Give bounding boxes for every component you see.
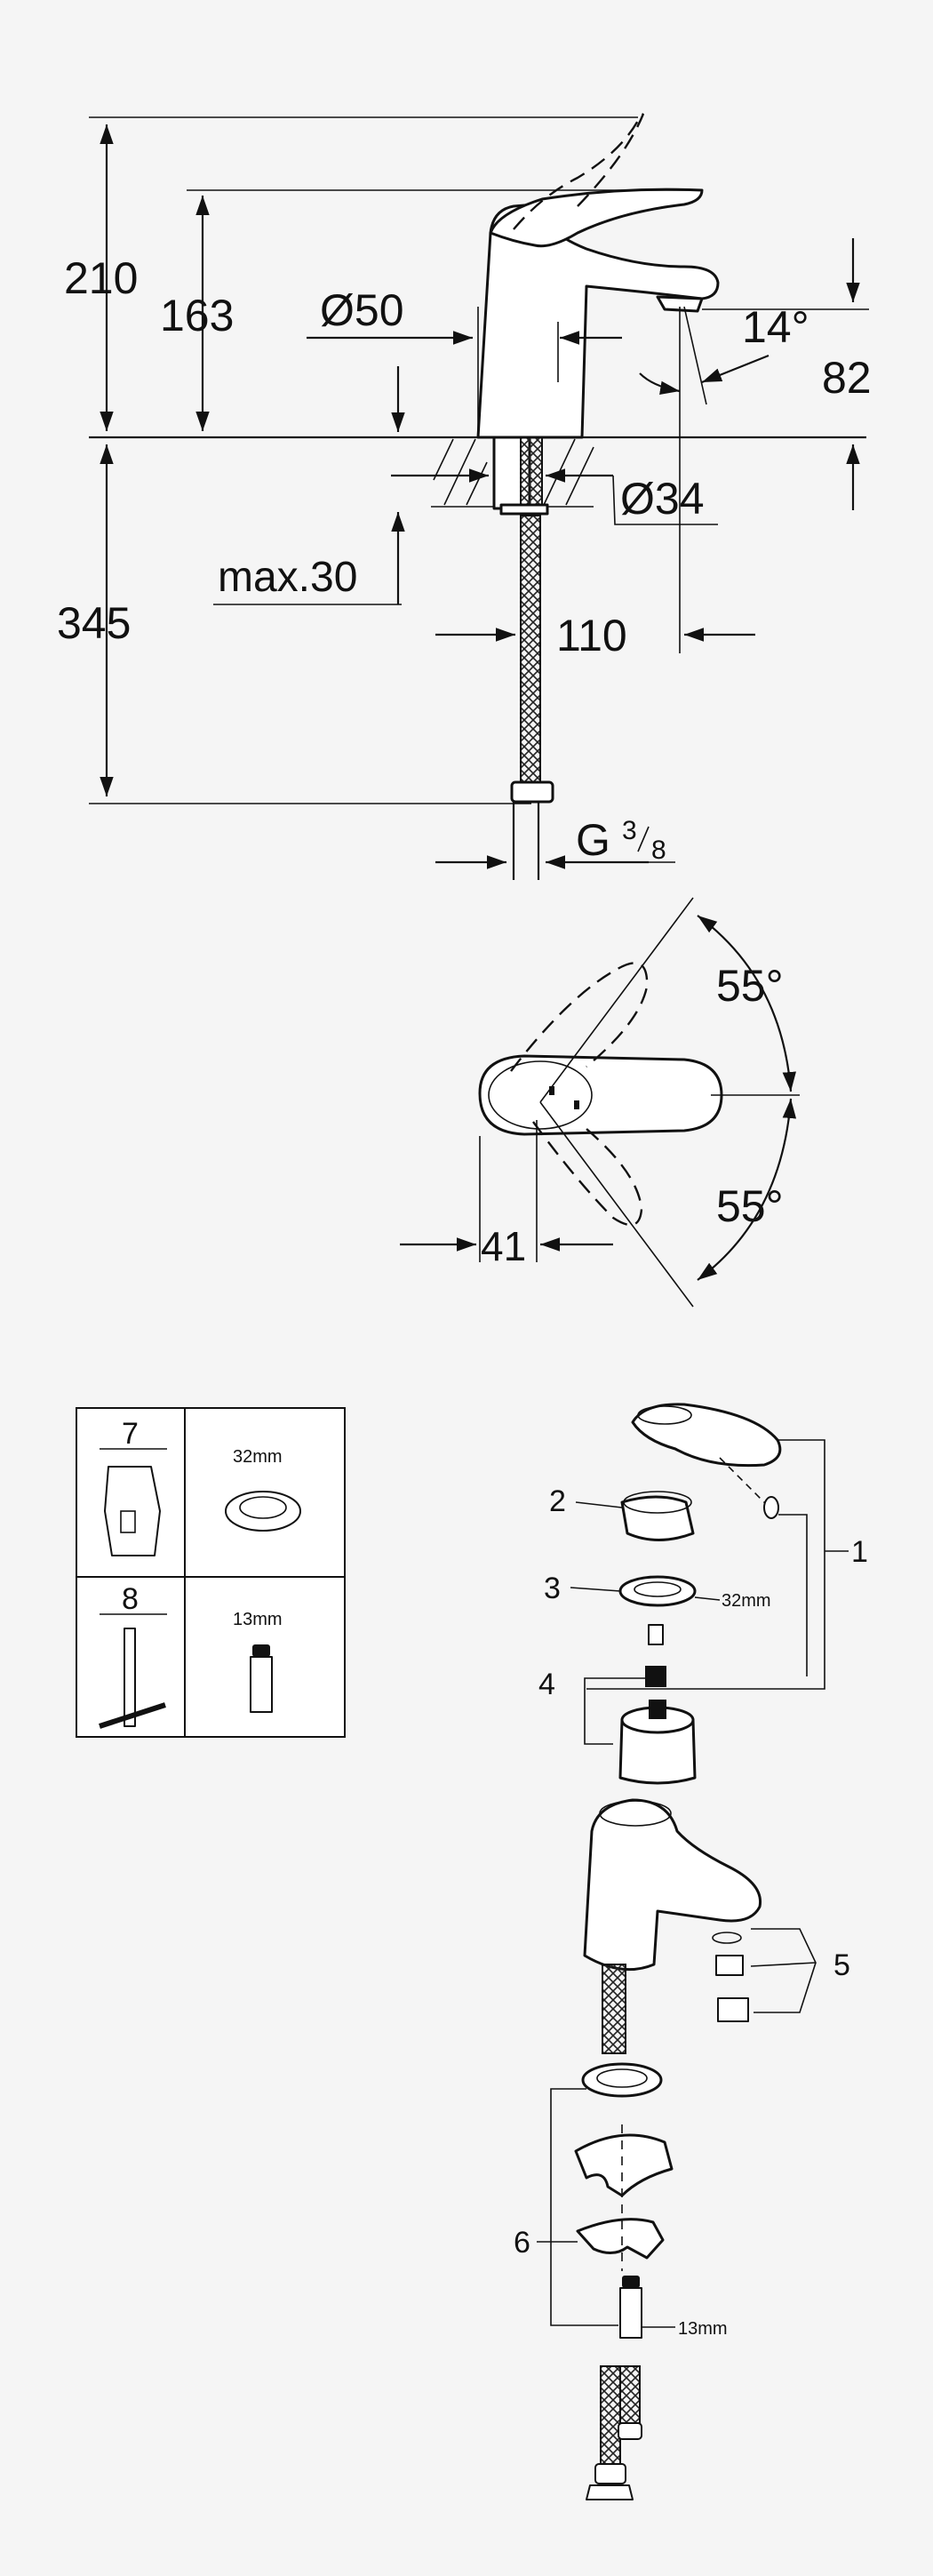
tool-number-7: 7 [122, 1417, 139, 1451]
flexible-hose [520, 515, 541, 783]
dim-connection-denominator: 8 [651, 836, 666, 865]
dim-spout-angle: 14° [742, 302, 809, 352]
t-wrench-tool-icon [99, 1628, 166, 1729]
exploded-handle [631, 1403, 782, 1468]
handle-swing-right-outline [532, 1121, 643, 1227]
tools-table: 7 32mm 8 13mm [76, 1407, 346, 1738]
label-stud-13mm: 13mm [678, 2319, 728, 2339]
exploded-fixing-plate [576, 2218, 665, 2260]
dim-total-height: 210 [64, 253, 138, 303]
handle-swing-left-outline [510, 962, 649, 1072]
dim-connection-thread: G [576, 815, 610, 865]
exploded-stud-nut [622, 2276, 640, 2288]
exploded-hose-b [619, 2365, 641, 2424]
exploded-seal [712, 1932, 742, 1944]
callout-3: 3 [544, 1572, 561, 1605]
dim-projection: 110 [556, 611, 627, 660]
tool-size-32mm: 32mm [233, 1447, 283, 1467]
dim-max-counter-thickness: max.30 [218, 554, 357, 601]
dim-width: 41 [481, 1223, 526, 1269]
tool-number-8: 8 [122, 1582, 139, 1616]
callout-1: 1 [851, 1535, 868, 1569]
exploded-small-screw [648, 1624, 664, 1645]
callout-4: 4 [538, 1668, 555, 1701]
callout-5: 5 [833, 1948, 850, 1982]
fixing-nut [499, 503, 549, 516]
dim-base-diameter: Ø50 [320, 285, 404, 335]
hose-upper [520, 436, 543, 508]
exploded-hose-upper [602, 1964, 626, 2054]
top-view: 55° 55° 41 [400, 897, 800, 1308]
exploded-aerator-housing [717, 1997, 749, 2022]
dim-hole-diameter: Ø34 [620, 474, 705, 524]
exploded-cover-cap [620, 1495, 695, 1541]
exploded-faucet-body [583, 1798, 762, 1972]
exploded-view: 1 2 3 32mm 4 5 13mm 6 [514, 1403, 868, 2500]
faucet-top-outline [478, 1054, 723, 1136]
side-view: 210 163 Ø50 14° 82 Ø34 max.30 [57, 113, 872, 880]
callout-6: 6 [514, 2226, 530, 2260]
exploded-horseshoe-washer [574, 2133, 674, 2197]
dim-spout-height: 163 [160, 291, 234, 340]
exploded-spindle-adapter [645, 1666, 666, 1687]
exploded-threaded-stud [619, 2287, 642, 2339]
faucet-handle [489, 188, 704, 248]
hose-connector [510, 780, 554, 804]
exploded-ring-32mm [618, 1575, 697, 1607]
exploded-hose-a [600, 2365, 621, 2465]
exploded-cartridge [618, 1718, 697, 1785]
faucet-handle-raised-outline [513, 113, 645, 230]
callout-2: 2 [549, 1484, 566, 1518]
grub-screw [763, 1496, 779, 1519]
exploded-aerator-insert [715, 1955, 744, 1976]
dim-spout-clearance: 82 [822, 353, 872, 403]
angle-right-label: 55° [716, 1181, 784, 1231]
tool-size-13mm: 13mm [233, 1610, 283, 1629]
dim-hose-length: 345 [57, 598, 131, 648]
socket-13mm-icon [250, 1644, 273, 1713]
angle-left-label: 55° [716, 961, 784, 1011]
label-ring-32mm: 32mm [722, 1591, 771, 1611]
exploded-hose-nut-b [618, 2422, 642, 2440]
exploded-hose-fitting [586, 2484, 634, 2500]
exploded-hose-nut-a [594, 2463, 626, 2484]
dim-connection-numerator: 3 [622, 816, 637, 845]
aerator [656, 295, 704, 313]
